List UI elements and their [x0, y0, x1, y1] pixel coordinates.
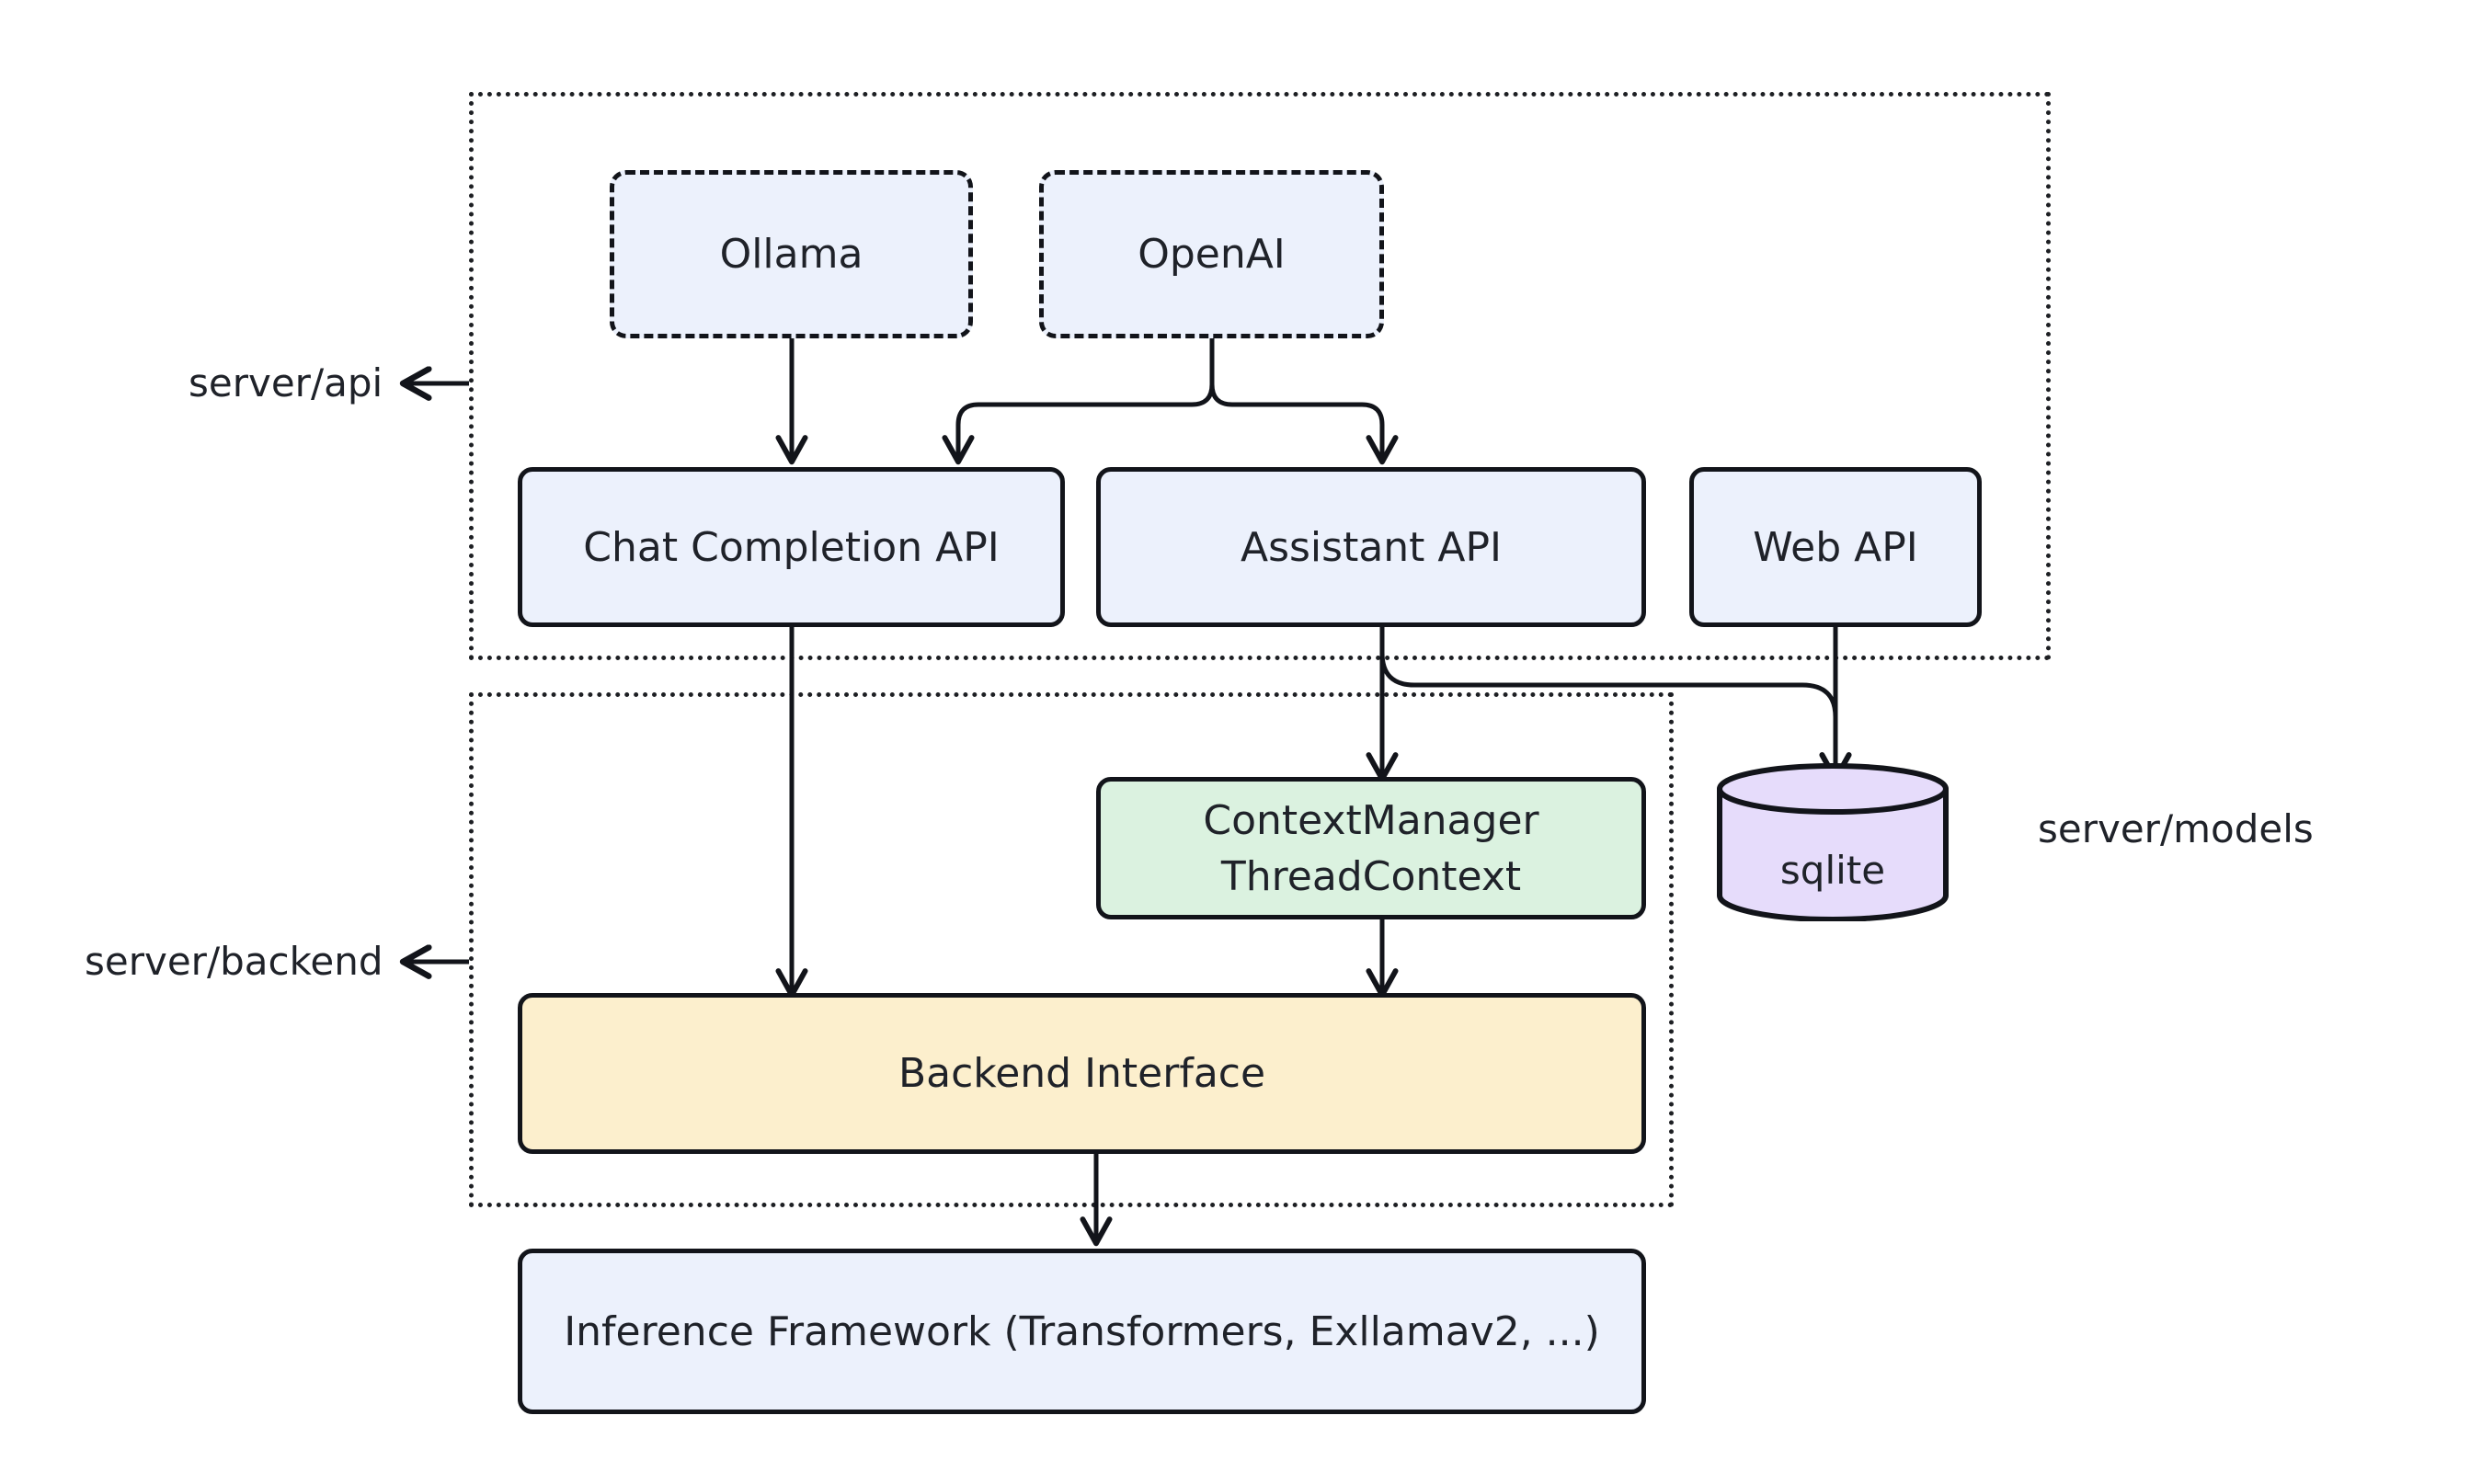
group-server-backend — [469, 692, 1674, 1207]
label-server-models: server/models — [2038, 806, 2314, 851]
label-server-api: server/api — [189, 360, 383, 405]
node-context-manager-label-line1: ContextManager — [1203, 796, 1539, 844]
node-inference-framework-label: Inference Framework (Transformers, Exlla… — [564, 1307, 1600, 1355]
node-context-manager[interactable]: ContextManager ThreadContext — [1096, 777, 1646, 919]
node-backend-interface[interactable]: Backend Interface — [518, 993, 1646, 1154]
node-context-manager-label-line2: ThreadContext — [1220, 852, 1522, 900]
node-openai-label: OpenAI — [1138, 231, 1286, 278]
node-web-api-label: Web API — [1753, 523, 1918, 571]
node-openai[interactable]: OpenAI — [1039, 170, 1384, 338]
node-chat-completion-api[interactable]: Chat Completion API — [518, 467, 1065, 627]
node-assistant-api[interactable]: Assistant API — [1096, 467, 1646, 627]
group-server-api — [469, 92, 2051, 660]
node-ollama-label: Ollama — [719, 231, 863, 278]
node-inference-framework[interactable]: Inference Framework (Transformers, Exlla… — [518, 1249, 1646, 1414]
node-sqlite[interactable]: sqlite — [1716, 763, 1950, 922]
node-chat-completion-api-label: Chat Completion API — [583, 523, 1000, 571]
database-cylinder-icon — [1717, 763, 1949, 922]
node-web-api[interactable]: Web API — [1689, 467, 1982, 627]
node-assistant-api-label: Assistant API — [1240, 523, 1503, 571]
label-server-backend: server/backend — [85, 939, 383, 984]
node-backend-interface-label: Backend Interface — [898, 1050, 1266, 1097]
node-ollama[interactable]: Ollama — [610, 170, 973, 338]
